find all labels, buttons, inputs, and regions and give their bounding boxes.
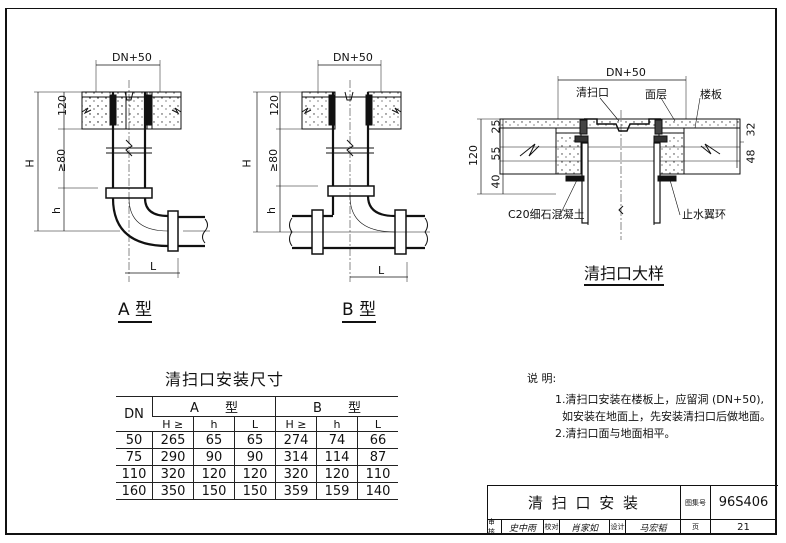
cell-b-L: 66: [357, 431, 398, 449]
title-block: 清 扫 口 安 装 图集号 96S406 审核 史中雨 校对 肖家如 设计 马宏…: [487, 485, 778, 536]
cell-b-H: 314: [275, 448, 317, 466]
cell-a-H: 320: [152, 465, 194, 483]
cell-dn: 110: [116, 465, 153, 483]
cell-b-L: 140: [357, 482, 398, 500]
note-item: 如安装在地面上，先安装清扫口后做地面。: [555, 410, 771, 423]
sub-header: h: [316, 416, 358, 432]
cell-dn: 75: [116, 448, 153, 466]
table-row: 160 350 150 150 359 159 140: [116, 482, 398, 500]
type-a-dim-H: H: [23, 159, 37, 168]
cell-b-H: 274: [275, 431, 317, 449]
type-a-slab-left: [81, 91, 127, 130]
cell-b-h: 159: [316, 482, 358, 500]
review-label: 审核: [488, 518, 502, 536]
page-label: 页: [681, 520, 711, 535]
cell-b-h: 114: [316, 448, 358, 466]
sub-header: H ≥: [152, 416, 194, 432]
design-signature: 马宏韬: [626, 520, 681, 535]
group-b-header: B 型: [275, 396, 398, 417]
sub-header: L: [234, 416, 276, 432]
cell-a-L: 90: [234, 448, 276, 466]
cell-a-h: 150: [193, 482, 235, 500]
cell-a-H: 290: [152, 448, 194, 466]
cell-a-L: 120: [234, 465, 276, 483]
detail-dim-32: 32: [744, 122, 758, 137]
notes-heading: 说 明:: [527, 372, 557, 385]
page-number: 21: [711, 520, 777, 535]
detail-label-slab: 楼板: [700, 88, 722, 101]
cell-b-h: 120: [316, 465, 358, 483]
table-row: 75 290 90 90 314 114 87: [116, 448, 398, 466]
type-b-pipe-assembly: [253, 60, 430, 282]
sub-header: h: [193, 416, 235, 432]
cell-dn: 160: [116, 482, 153, 500]
detail-slab-right: [683, 127, 741, 175]
detail-dim-40: 40: [489, 174, 503, 189]
note-item: 1.清扫口安装在楼板上，应留洞 (DN+50),: [555, 393, 764, 406]
detail-dim-55: 55: [489, 146, 503, 161]
sub-header: L: [357, 416, 398, 432]
type-b-dim-slab: 120: [268, 95, 281, 116]
detail-caption: 清扫口大样: [584, 266, 665, 286]
atlas-label: 图集号: [681, 486, 711, 520]
cell-a-h: 120: [193, 465, 235, 483]
type-a-dim-slab: 120: [56, 95, 69, 116]
type-b-dim-h: h: [264, 207, 278, 214]
drawing-frame: [5, 8, 777, 535]
type-b-dim-min: ≥80: [267, 148, 281, 173]
group-a-header: A 型: [152, 396, 276, 417]
review-signature: 史中雨: [502, 520, 544, 535]
dimensions-table: DN A 型 B 型 H ≥ h L H ≥ h L 50 265 65 65 …: [116, 396, 398, 500]
design-label: 设计: [610, 520, 626, 535]
note-item: 2.清扫口面与地面相平。: [555, 427, 676, 440]
sub-header: H ≥: [275, 416, 317, 432]
type-b-dim-top: DN+50: [333, 51, 373, 64]
detail-dim-48: 48: [744, 149, 758, 164]
type-b-caption: B 型: [342, 302, 377, 323]
cell-b-L: 87: [357, 448, 398, 466]
table-row: 50 265 65 65 274 74 66: [116, 431, 398, 449]
cell-dn: 50: [116, 431, 153, 449]
cell-b-h: 74: [316, 431, 358, 449]
cell-a-h: 90: [193, 448, 235, 466]
cell-a-H: 265: [152, 431, 194, 449]
table-row: 110 320 120 120 320 120 110: [116, 465, 398, 483]
cell-a-L: 150: [234, 482, 276, 500]
atlas-number: 96S406: [711, 486, 777, 520]
detail-label-cleanout: 清扫口: [576, 86, 609, 99]
type-a-dim-top: DN+50: [112, 51, 152, 64]
cell-a-H: 350: [152, 482, 194, 500]
cell-b-L: 110: [357, 465, 398, 483]
detail-label-waterstop: 止水翼环: [682, 208, 726, 221]
detail-dim-total: 120: [467, 145, 480, 166]
detail-dim-25: 25: [489, 119, 503, 134]
detail-label-concrete: C20细石混凝土: [508, 208, 585, 221]
col-dn-header: DN: [116, 396, 153, 432]
table-title: 清扫口安装尺寸: [165, 370, 285, 389]
notes: 说 明: 1.清扫口安装在楼板上，应留洞 (DN+50), 如安装在地面上，先安…: [527, 370, 771, 442]
detail-dim-top: DN+50: [606, 66, 646, 79]
type-b-dim-L: L: [378, 264, 385, 277]
type-a-dim-h: h: [49, 207, 63, 214]
title-block-title: 清 扫 口 安 装: [488, 486, 681, 520]
detail-label-surface: 面层: [645, 88, 667, 101]
cell-a-L: 65: [234, 431, 276, 449]
type-b-slab-right: [367, 91, 402, 130]
cell-a-h: 65: [193, 431, 235, 449]
type-a-dim-L: L: [150, 260, 157, 273]
type-a-caption: A 型: [118, 302, 153, 323]
type-a-dim-min: ≥80: [55, 148, 69, 173]
cell-b-H: 320: [275, 465, 317, 483]
check-signature: 肖家如: [560, 520, 610, 535]
check-label: 校对: [544, 520, 560, 535]
detail-slab-left: [499, 127, 557, 175]
cell-b-H: 359: [275, 482, 317, 500]
type-a-slab-right: [146, 91, 182, 130]
cleanout-detail: [477, 76, 744, 240]
detail-surface-layer: [499, 118, 741, 129]
type-a-pipe-assembly: [34, 60, 210, 282]
type-b-dim-H: H: [240, 159, 254, 168]
